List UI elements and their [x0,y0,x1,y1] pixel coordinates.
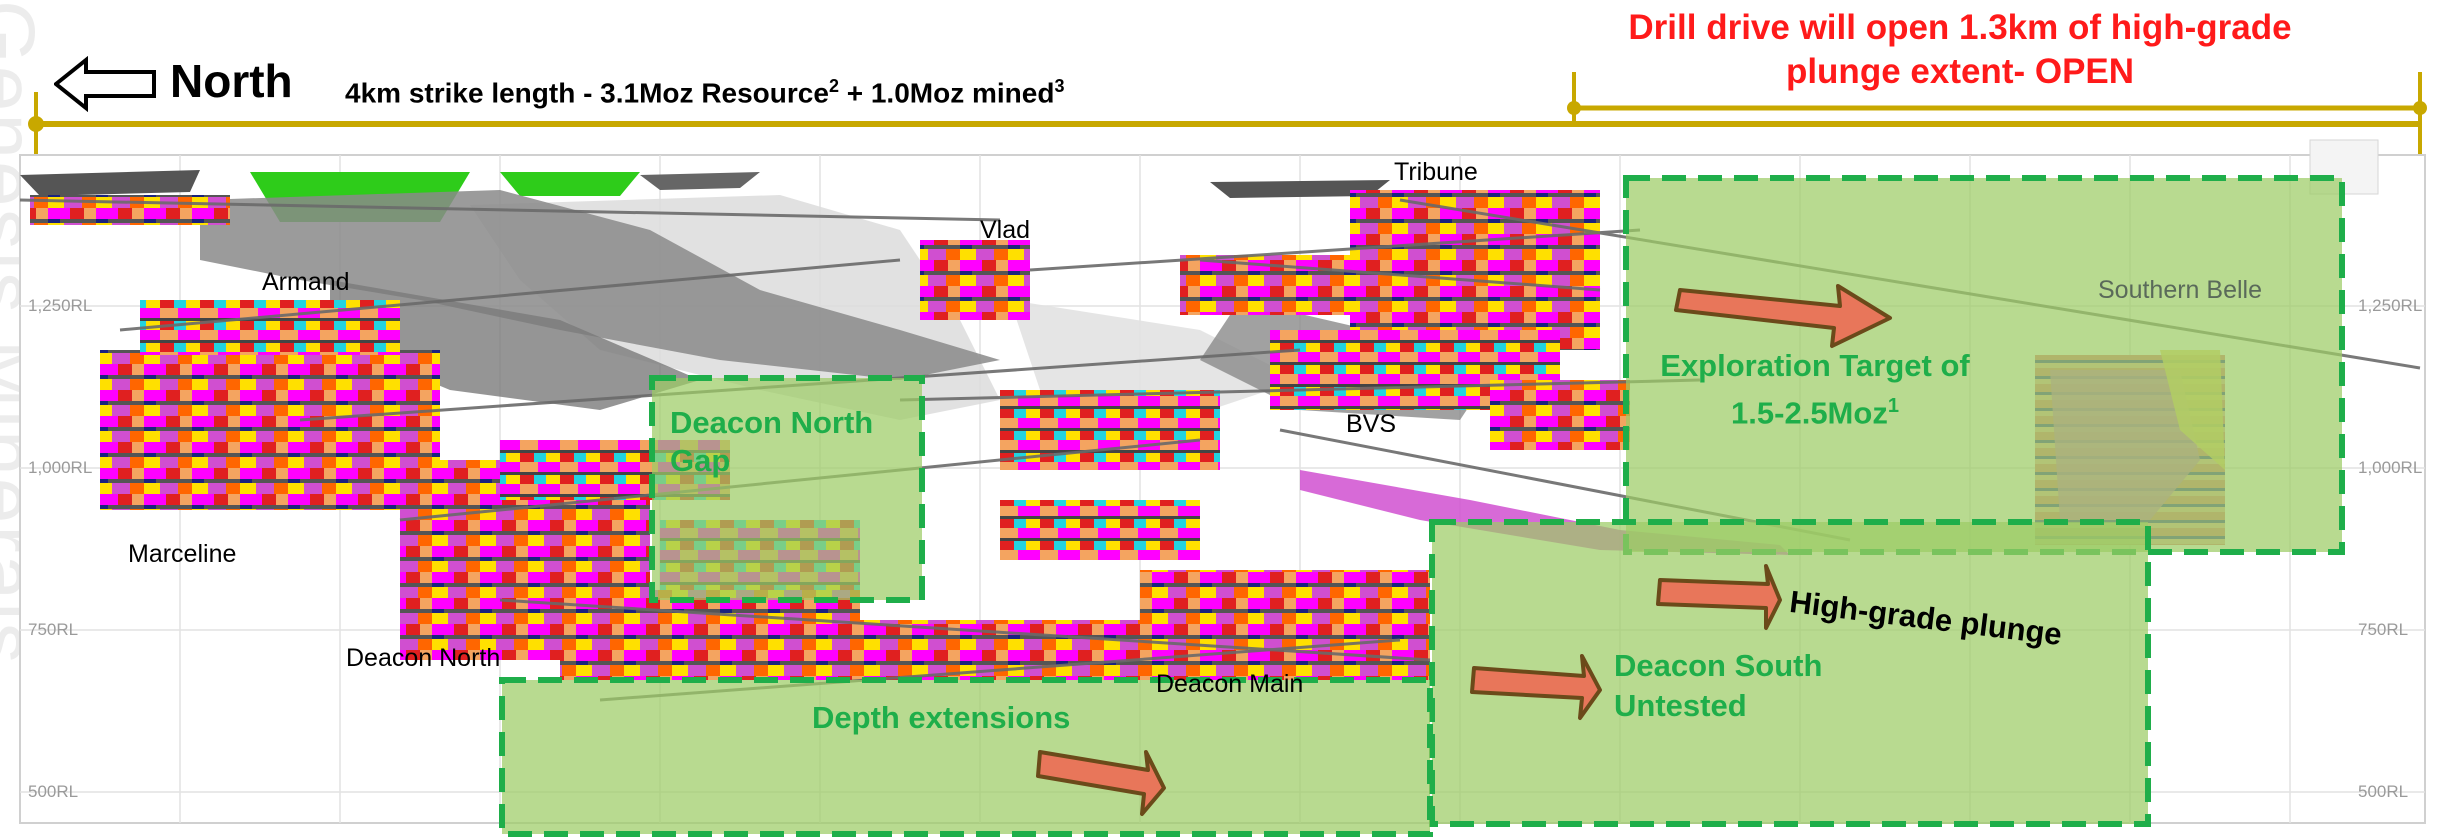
rl-label-1000: 1,000RL [28,458,93,477]
lode-label-tribune: Tribune [1394,158,1478,186]
lode-label-armand: Armand [262,268,350,296]
exploration-target-zone [1623,175,2345,555]
strike-length-line [28,72,2427,156]
rl-label-1250-right: 1,250RL [2358,296,2423,315]
north-arrow-icon [54,56,156,112]
rl-label-1250: 1,250RL [28,296,93,315]
rl-label-1000-right: 1,000RL [2358,458,2423,477]
rl-label-500-right: 500RL [2358,782,2409,801]
lode-label-bvs: BVS [1346,410,1397,438]
rl-label-500: 500RL [28,782,79,801]
exploration-target-label: Exploration Target of 1.5-2.5Moz1 [1660,348,1970,431]
plunge-arrow-icon [1674,284,1892,348]
depth-extensions-label: Depth extensions [812,700,1071,735]
north-label: North [170,55,293,107]
deacon-north-gap-label: Deacon North Gap [670,405,874,478]
rl-label-750: 750RL [28,620,79,639]
lode-label-southern-belle: Southern Belle [2098,276,2263,304]
deacon-south-label: Deacon South Untested [1614,648,1823,723]
lode-label-deacon-main: Deacon Main [1156,670,1304,698]
drill-drive-title: Drill drive will open 1.3km of high-grad… [1628,8,2292,91]
deacon-north-gap-zone [649,375,925,603]
strike-length-text: 4km strike length - 3.1Moz Resource2 + 1… [345,76,1065,109]
lode-label-marceline: Marceline [128,540,237,568]
rl-label-750-right: 750RL [2358,620,2409,639]
lode-label-deacon-north: Deacon North [346,644,501,672]
lode-label-vlad: Vlad [980,216,1031,244]
depth-extensions-zone [499,677,1433,837]
